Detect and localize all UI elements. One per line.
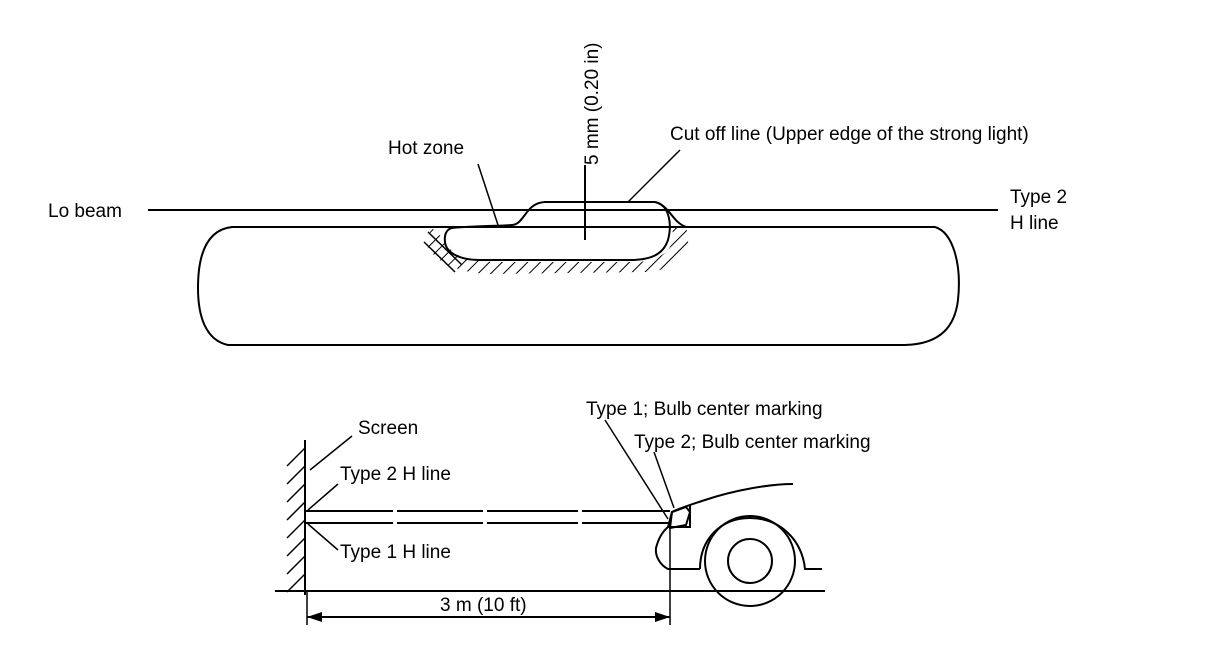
- hot-zone-leader: [477, 163, 499, 226]
- type1-bulb-leader: [604, 419, 669, 520]
- hot-zone-shape: [443, 201, 671, 261]
- distance-arrow-left: [307, 612, 322, 622]
- type1-bulb-label: Type 1; Bulb center marking: [586, 399, 823, 420]
- screen-hatch: [286, 447, 306, 593]
- screen-leader: [309, 435, 353, 471]
- measurement-label: 5 mm (0.20 in): [582, 43, 603, 165]
- type2-hline-leader: [307, 483, 339, 511]
- distance-arrow-right: [655, 612, 670, 622]
- car-fender: [699, 516, 822, 570]
- distance-label: 3 m (10 ft): [440, 595, 527, 616]
- wheel-inner: [727, 538, 773, 584]
- hot-zone-label: Hot zone: [388, 138, 464, 159]
- type2-h-line-label-2: H line: [1010, 213, 1059, 234]
- beam-line-breaks: [393, 509, 582, 525]
- type2-bulb-leader: [653, 451, 675, 509]
- beam-pattern-outline: [196, 226, 960, 346]
- screen-label: Screen: [358, 418, 418, 439]
- side-view: Screen Type 2 H line Type 1 H line Type …: [275, 399, 871, 625]
- type1-hline-label: Type 1 H line: [340, 542, 451, 563]
- hot-zone-shadow-hatch: [425, 228, 689, 274]
- hatch-left-tick: [423, 231, 463, 273]
- wheel-outer: [704, 515, 796, 607]
- type2-hline-label: Type 2 H line: [340, 464, 451, 485]
- cutoff-bump-right: [654, 201, 687, 228]
- cut-off-leader: [627, 149, 681, 203]
- beam-pattern-view: 5 mm (0.20 in) Hot zone Cut off line (Up…: [48, 43, 1067, 346]
- cut-off-line-label: Cut off line (Upper edge of the strong l…: [670, 124, 1029, 145]
- headlamp: [668, 505, 692, 530]
- type2-bulb-label: Type 2; Bulb center marking: [634, 432, 871, 453]
- type1-hline-leader: [307, 523, 339, 551]
- type2-h-line-label-1: Type 2: [1010, 187, 1067, 208]
- lo-beam-label: Lo beam: [48, 201, 122, 222]
